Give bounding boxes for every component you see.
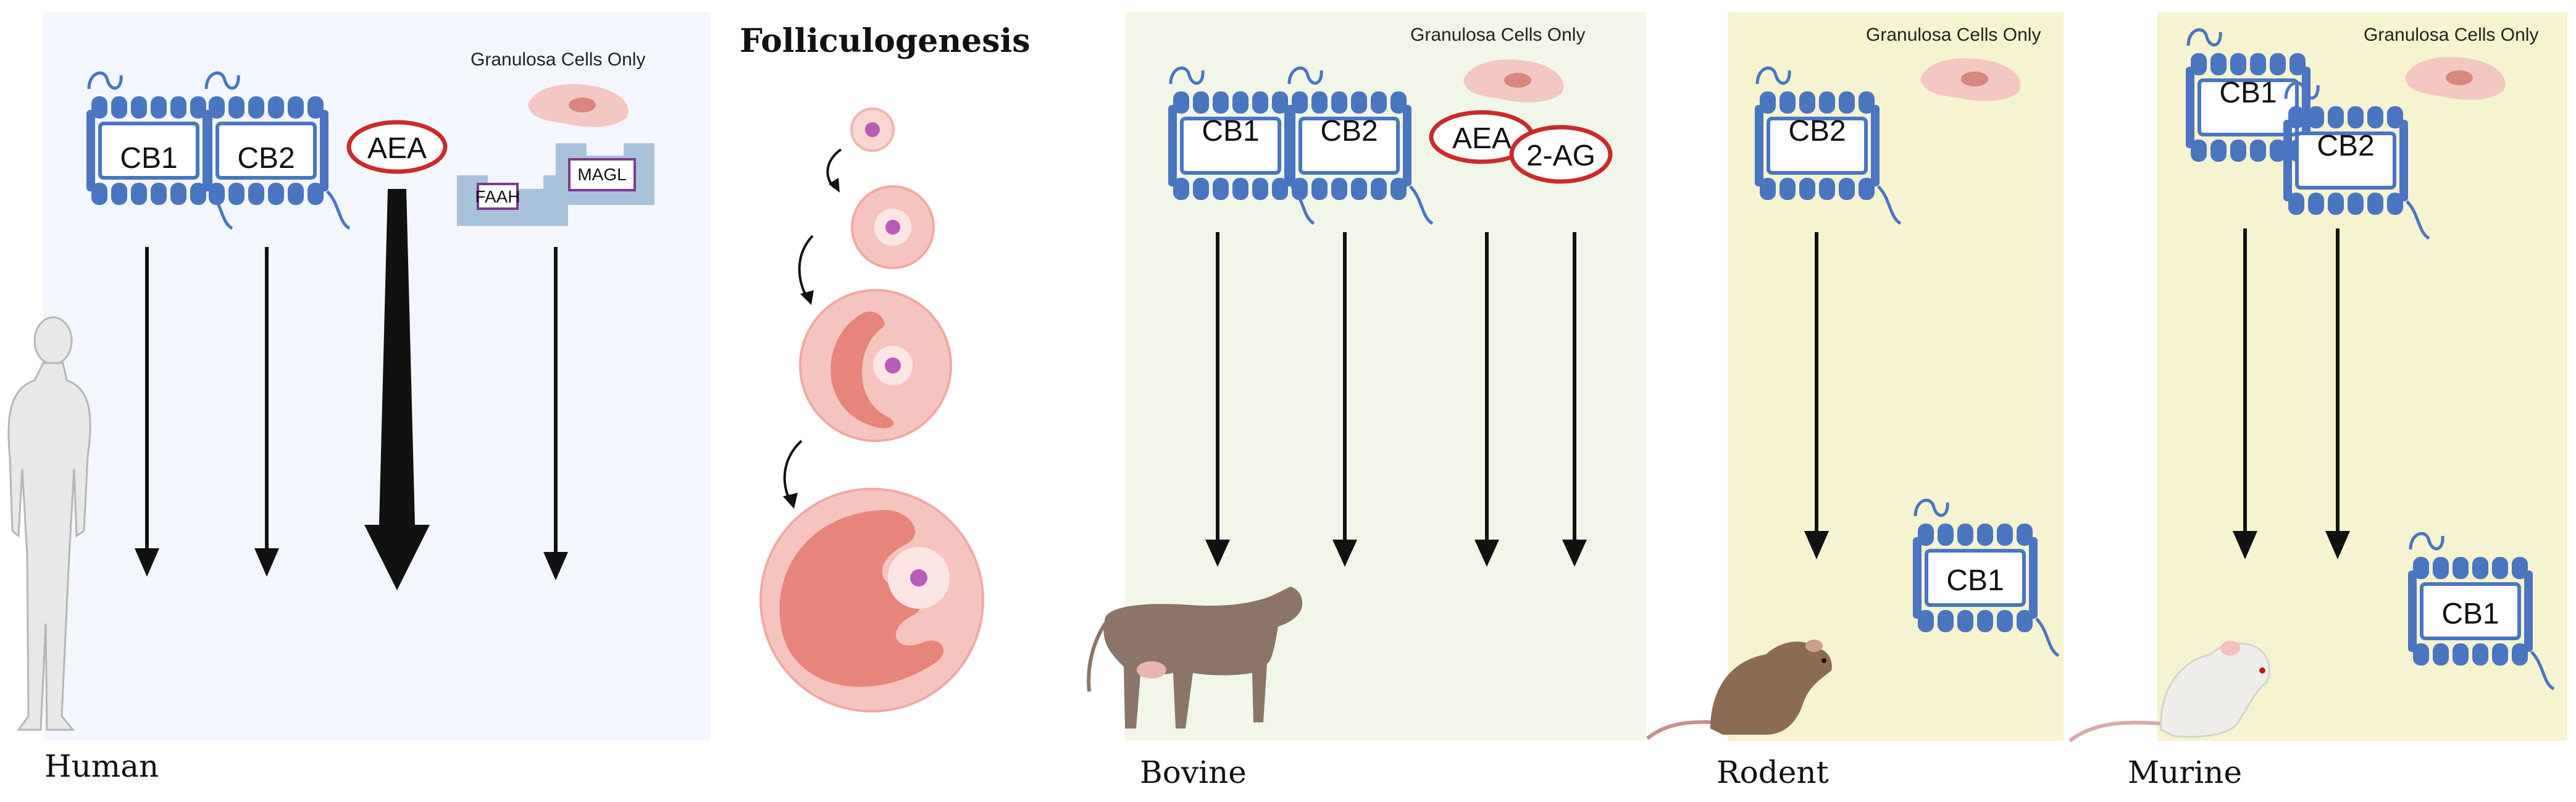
page-title: Folliculogenesis — [740, 22, 1031, 60]
bovine-cb2-label: CB2 — [1320, 115, 1378, 148]
murine-arrow-cb1 — [2233, 228, 2257, 559]
murine-label: Murine — [2128, 754, 2243, 790]
faah-label: FAAH — [475, 187, 520, 206]
bovine-cell-icon — [1463, 59, 1564, 102]
bovine-2ag-ligand — [1509, 125, 1613, 184]
bovine-arrow-2ag — [1562, 232, 1587, 567]
folliculogenesis-arrows — [783, 148, 842, 509]
murine-cb2-label: CB2 — [2317, 130, 2374, 162]
human-label: Human — [44, 748, 159, 784]
human-arrow-enzymes — [543, 247, 568, 580]
rodent-arrow-cb2 — [1804, 232, 1829, 559]
murine-cell-icon — [2405, 57, 2506, 100]
follicle-stage-3 — [799, 289, 952, 442]
murine-cb1-top-label: CB1 — [2219, 77, 2277, 109]
bovine-arrow-aea — [1474, 232, 1499, 567]
murine-arrow-cb2 — [2325, 228, 2350, 559]
follicle-stage-2 — [851, 185, 935, 269]
rodent-label: Rodent — [1717, 754, 1829, 790]
rodent-cell-icon — [1920, 58, 2021, 101]
human-aea-ligand — [346, 120, 448, 174]
cow-icon — [1087, 587, 1303, 729]
human-arrow-cb1 — [135, 247, 159, 577]
rodent-cb1-label: CB1 — [1946, 564, 2004, 597]
murine-cb1-bottom-label: CB1 — [2441, 598, 2499, 630]
human-granulosa-note: Granulosa Cells Only — [470, 49, 646, 70]
rodent-granulosa-note: Granulosa Cells Only — [1866, 25, 2041, 45]
bovine-cb1-label: CB1 — [1202, 115, 1259, 148]
magl-label: MAGL — [577, 165, 626, 184]
murine-granulosa-note: Granulosa Cells Only — [2364, 25, 2539, 45]
bovine-2ag-label: 2-AG — [1526, 140, 1595, 172]
rat-icon — [1646, 640, 1832, 740]
granulosa-cell-icon — [528, 84, 629, 127]
human-aea-label: AEA — [367, 132, 427, 165]
mouse-icon — [2068, 641, 2270, 743]
follicle-stage-4 — [759, 488, 984, 712]
human-arrow-cb2 — [254, 247, 279, 577]
bovine-granulosa-note: Granulosa Cells Only — [1410, 25, 1586, 45]
human-cb2-label: CB2 — [237, 142, 295, 175]
rodent-cb2-label: CB2 — [1788, 115, 1846, 148]
bovine-aea-label: AEA — [1452, 122, 1512, 155]
follicle-stage-1 — [850, 107, 895, 152]
human-arrow-aea-large — [364, 189, 430, 590]
human-cb1-label: CB1 — [120, 142, 177, 175]
bovine-label: Bovine — [1140, 754, 1247, 790]
bovine-arrow-cb1 — [1205, 232, 1230, 567]
human-figure-icon — [7, 316, 91, 731]
bovine-arrow-cb2 — [1332, 232, 1357, 567]
